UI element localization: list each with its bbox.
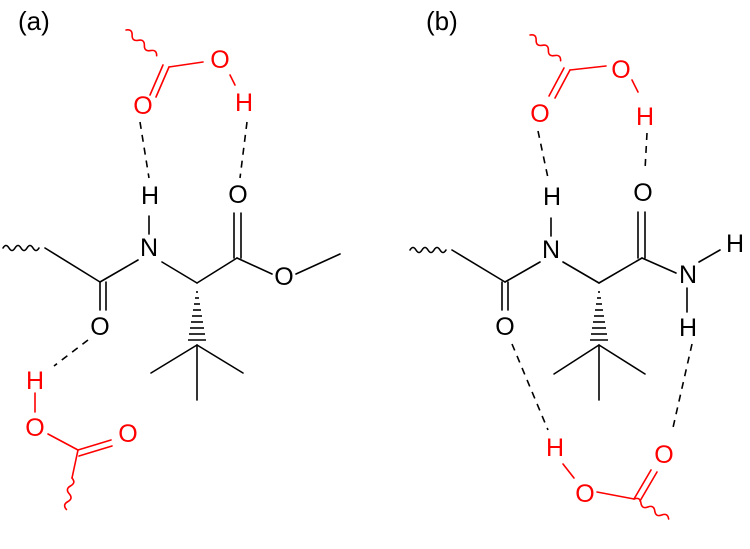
panel-a-amide-n: N [140, 234, 158, 262]
panel-b-top-acid-h: H [636, 103, 654, 131]
panel-b-hbond-bottom-right [671, 343, 693, 433]
hashed-wedge-icon [590, 291, 608, 341]
panel-a-top-acid-h: H [235, 89, 253, 117]
wavy-bond-icon [529, 34, 562, 62]
panel-b-terminal-h-right: H [726, 230, 744, 258]
panel-b-hbond-bottom-left [511, 343, 549, 431]
wavy-bond-icon [63, 477, 75, 511]
wavy-bond-icon [633, 497, 670, 520]
wavy-bond-icon [2, 244, 40, 252]
panel-b-bottom-acid-h: H [546, 434, 564, 462]
panel-b: (b) O O H [409, 6, 744, 520]
panel-a-bottom-acid-h: H [26, 367, 44, 395]
panel-b-bottom-acid [562, 463, 670, 520]
panel-a-bottom-acid [34, 392, 113, 511]
panel-b-hbond-top-left [537, 130, 549, 179]
panel-a-top-acid-hydroxyl-o: O [210, 46, 229, 74]
panel-b-hbond-top-right [644, 132, 648, 171]
panel-a-top-acid [125, 29, 236, 98]
panel-b-terminal-carbonyl-o: O [633, 179, 652, 207]
panel-a-label: (a) [18, 6, 50, 36]
panel-b-amide-o: O [495, 313, 514, 341]
panel-a-amide-h: H [141, 182, 159, 210]
panel-b-bottom-acid-carbonyl-o: O [654, 441, 673, 469]
wavy-bond-icon [125, 29, 158, 57]
panel-b-terminal-n: N [679, 261, 697, 289]
hashed-wedge-icon [188, 291, 206, 341]
panel-b-bottom-acid-hydroxyl-o: O [575, 480, 594, 508]
panel-a-bottom-acid-hydroxyl-o: O [25, 414, 44, 442]
panel-b-top-acid-hydroxyl-o: O [611, 56, 630, 84]
wavy-bond-icon [409, 246, 447, 254]
panel-b-label: (b) [426, 6, 458, 36]
panel-b-amide-h: H [543, 183, 561, 211]
panel-a-bottom-acid-carbonyl-o: O [118, 420, 137, 448]
panel-a-molecule [2, 212, 341, 401]
panel-a-hbond-bottom [53, 339, 89, 367]
panel-b-top-acid [529, 34, 639, 99]
panel-a-top-acid-carbonyl-o: O [133, 92, 152, 120]
panel-b-molecule [409, 211, 721, 401]
panel-a-ester-single-o: O [274, 263, 293, 291]
panel-a-hbond-top-right [239, 121, 248, 179]
panel-a-amide-o: O [90, 313, 109, 341]
panel-a-hbond-top-left [139, 121, 150, 179]
panel-a-ester-carbonyl-o: O [228, 181, 247, 209]
panel-b-terminal-h-down: H [679, 314, 697, 342]
panel-b-top-acid-carbonyl-o: O [530, 100, 549, 128]
panel-b-amide-n: N [542, 236, 560, 264]
panel-a: (a) O O H [2, 6, 341, 511]
